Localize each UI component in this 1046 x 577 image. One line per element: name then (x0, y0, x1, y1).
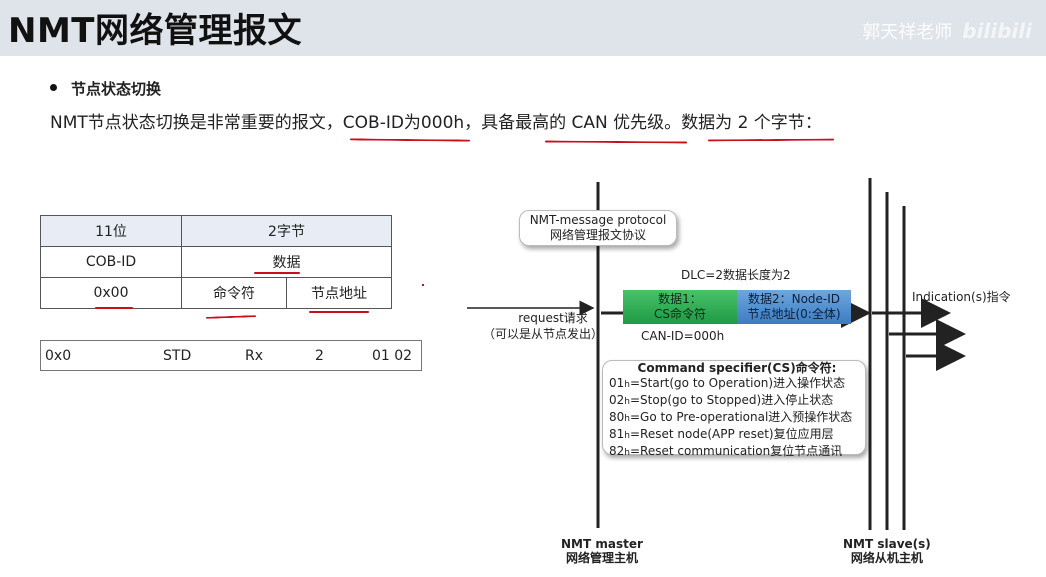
request-line1: request请求 (518, 311, 588, 325)
master-line2: 网络管理主机 (565, 551, 638, 565)
table-cell: 命令符 (181, 277, 287, 309)
bilibili-logo: bilibili (962, 19, 1032, 43)
intro-data-bytes: 数据为 2 个字节 (681, 113, 805, 133)
slave-label: NMT slave(s) 网络从机主机 (843, 537, 931, 565)
request-line2: （可以是从节点发出） (483, 327, 604, 341)
msg-direction: Rx (245, 348, 264, 364)
data2-field: 数据2：Node-ID 节点地址(0:全体) (737, 290, 851, 324)
intro-highest: 最高的 (515, 113, 567, 133)
underline-node-address (309, 311, 369, 313)
table-row: COB-ID 数据 (40, 246, 392, 278)
intro-paragraph: NMT节点状态切换是非常重要的报文，COB-ID为000h，具备最高的 CAN … (50, 108, 822, 133)
table-cell: 节点地址 (286, 277, 392, 309)
master-label: NMT master 网络管理主机 (561, 537, 643, 565)
request-label: request请求 （可以是从节点发出） (483, 310, 603, 342)
cs-item: 80h=Go to Pre-operational进入预操作状态 (609, 410, 853, 424)
data1-line2: CS命令符 (654, 307, 706, 321)
intro-cobid: COB-ID为000h (342, 113, 465, 133)
protocol-line1: NMT-message protocol (529, 213, 667, 227)
intro-text-2: ，具备 (464, 113, 516, 133)
slide-title: NMT网络管理报文 (8, 11, 302, 51)
slave-line1: NMT slave(s) (843, 537, 931, 551)
intro-text-3: CAN 优先级。 (566, 113, 682, 133)
protocol-line2: 网络管理报文协议 (549, 228, 646, 242)
table-cell: 0x00 (40, 277, 182, 309)
cs-item: 02h=Stop(go to Stopped)进入停止状态 (609, 393, 834, 407)
underline-cobid (349, 138, 471, 142)
underline-0x00 (95, 307, 133, 309)
table-row: 0x00 命令符 节点地址 (40, 277, 392, 309)
master-line1: NMT master (561, 537, 643, 551)
data2-line1: 数据2：Node-ID (747, 292, 841, 306)
msg-data: 01 02 (372, 348, 413, 364)
dlc-label: DLC=2数据长度为2 (681, 268, 791, 282)
underline-data-bytes (707, 138, 835, 142)
watermark: 郭天祥老师 bilibili (862, 18, 1032, 44)
cs-list: 01h=Start(go to Operation)进入操作状态 02h=Sto… (609, 376, 865, 461)
underline-data (254, 272, 300, 274)
table-cell: COB-ID (40, 246, 182, 278)
msg-type: STD (163, 348, 192, 364)
cs-title: Command specifier(CS)命令符: (637, 361, 837, 375)
can-message-row: 0x0 STD Rx 2 01 02 (40, 340, 422, 371)
nmt-diagram: NMT-message protocol 网络管理报文协议 DLC=2数据长度为… (463, 170, 1011, 570)
data2-line2: 节点地址(0:全体) (747, 307, 841, 321)
table-header-row: 11位 2字节 (40, 215, 392, 247)
cs-item: 01h=Start(go to Operation)进入操作状态 (609, 376, 846, 390)
table-header-cell: 2字节 (181, 215, 392, 247)
intro-text-1: NMT节点状态切换是非常重要的报文， (50, 113, 343, 133)
cs-item: 82h=Reset communication复位节点通讯 (609, 444, 843, 458)
command-specifier-callout: Command specifier(CS)命令符: 01h=Start(go t… (602, 360, 866, 458)
slide-header: NMT网络管理报文 郭天祥老师 bilibili (0, 0, 1046, 56)
watermark-author: 郭天祥老师 (862, 22, 953, 43)
msg-id: 0x0 (45, 348, 72, 364)
bullet-text: 节点状态切换 (71, 80, 162, 98)
indication-label: Indication(s)指令 (912, 290, 1011, 304)
slave-line2: 网络从机主机 (850, 551, 923, 565)
bullet-dot-icon (50, 84, 57, 91)
table-header-cell: 11位 (40, 215, 182, 247)
intro-text-4: ： (804, 113, 822, 133)
frame-structure-table: 11位 2字节 COB-ID 数据 0x00 命令符 节点地址 (40, 215, 392, 309)
data1-line1: 数据1： (658, 292, 702, 306)
underline-command (205, 315, 257, 319)
data1-field: 数据1： CS命令符 (623, 290, 737, 324)
can-id-label: CAN-ID=000h (641, 329, 725, 343)
msg-dlc: 2 (315, 348, 324, 364)
protocol-callout: NMT-message protocol 网络管理报文协议 (519, 210, 677, 246)
section-bullet: 节点状态切换 (50, 78, 161, 99)
red-mark (422, 284, 424, 286)
underline-highest (544, 140, 688, 144)
cs-item: 81h=Reset node(APP reset)复位应用层 (609, 427, 834, 441)
